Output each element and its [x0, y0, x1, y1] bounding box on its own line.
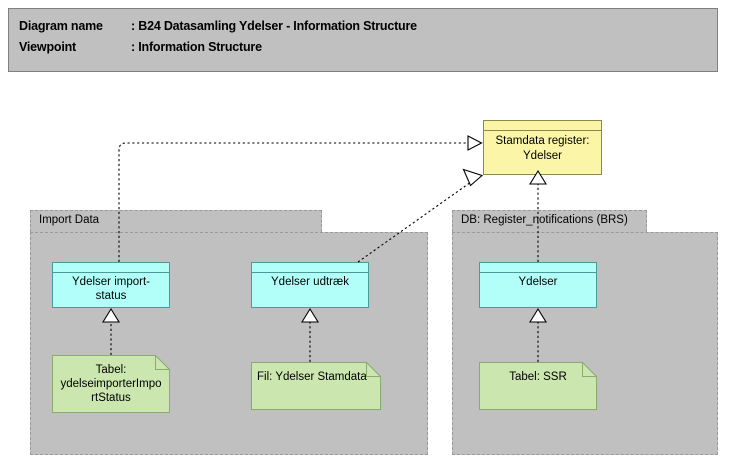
ydelser-db-label: Ydelser: [518, 276, 558, 288]
stamdata-register-label: Stamdata register: Ydelser: [487, 134, 598, 164]
group-db-register-notifications-label: DB: Register_notifications (BRS): [461, 214, 628, 226]
diagram-title-box: Diagram name: B24 Datasamling Ydelser - …: [8, 8, 718, 72]
tabel-ydelseimporter-label-line1: Tabel:: [95, 364, 127, 376]
ydelser-udtraek-label: Ydelser udtræk: [271, 276, 349, 288]
diagram-name-line: Diagram name: B24 Datasamling Ydelser - …: [19, 19, 417, 33]
ydelser-db-header-band: [480, 263, 596, 273]
diagram-name-label: Diagram name: [19, 19, 103, 33]
diagram-name-value: B24 Datasamling Ydelser - Information St…: [138, 19, 417, 33]
tabel-ydelseimporter-label: Tabel: ydelseimporterImpo rtStatus: [56, 363, 166, 405]
node-fil-ydelser-stamdata[interactable]: Fil: Ydelser Stamdata: [251, 362, 381, 410]
viewpoint-separator: :: [131, 40, 139, 54]
viewpoint-label: Viewpoint: [19, 40, 77, 54]
fil-ydelser-stamdata-label: Fil: Ydelser Stamdata: [257, 371, 367, 383]
viewpoint-value: Information Structure: [138, 40, 262, 54]
node-stamdata-register[interactable]: Stamdata register: Ydelser: [483, 120, 602, 175]
ydelser-import-status-header-band: [53, 263, 169, 273]
ydelser-udtraek-header-band: [252, 263, 368, 273]
tabel-ssr-label: Tabel: SSR: [509, 371, 567, 383]
viewpoint-line: Viewpoint: Information Structure: [19, 40, 262, 54]
node-ydelser-import-status[interactable]: Ydelser import-status: [52, 262, 170, 308]
tabel-ydelseimporter-label-line2: ydelseimporterImpo: [60, 378, 162, 390]
group-db-register-notifications-tab: DB: Register_notifications (BRS): [452, 210, 647, 232]
group-db-register-notifications[interactable]: DB: Register_notifications (BRS): [452, 210, 718, 455]
stamdata-register-header-band: [484, 121, 601, 131]
ydelser-import-status-label: Ydelser import-status: [56, 275, 166, 303]
stamdata-register-label-line2: Ydelser: [523, 150, 562, 162]
stamdata-register-label-line1: Stamdata register:: [495, 135, 590, 147]
group-import-data[interactable]: Import Data: [30, 210, 428, 455]
tabel-ydelseimporter-label-line3: rtStatus: [91, 392, 131, 404]
group-import-data-tab: Import Data: [30, 210, 322, 232]
ydelser-import-status-label-line2: status: [95, 290, 127, 302]
artifact-shape: [479, 362, 597, 410]
node-tabel-ssr[interactable]: Tabel: SSR: [479, 362, 597, 410]
diagram-name-separator: :: [131, 19, 139, 33]
node-ydelser-db[interactable]: Ydelser: [479, 262, 597, 308]
node-tabel-ydelseimporter[interactable]: Tabel: ydelseimporterImpo rtStatus: [52, 355, 170, 413]
ydelser-import-status-label-line1: Ydelser import-: [72, 276, 150, 288]
group-import-data-label: Import Data: [39, 214, 100, 226]
artifact-shape: [52, 355, 170, 413]
node-ydelser-udtraek[interactable]: Ydelser udtræk: [251, 262, 369, 308]
artifact-shape: [251, 362, 381, 410]
